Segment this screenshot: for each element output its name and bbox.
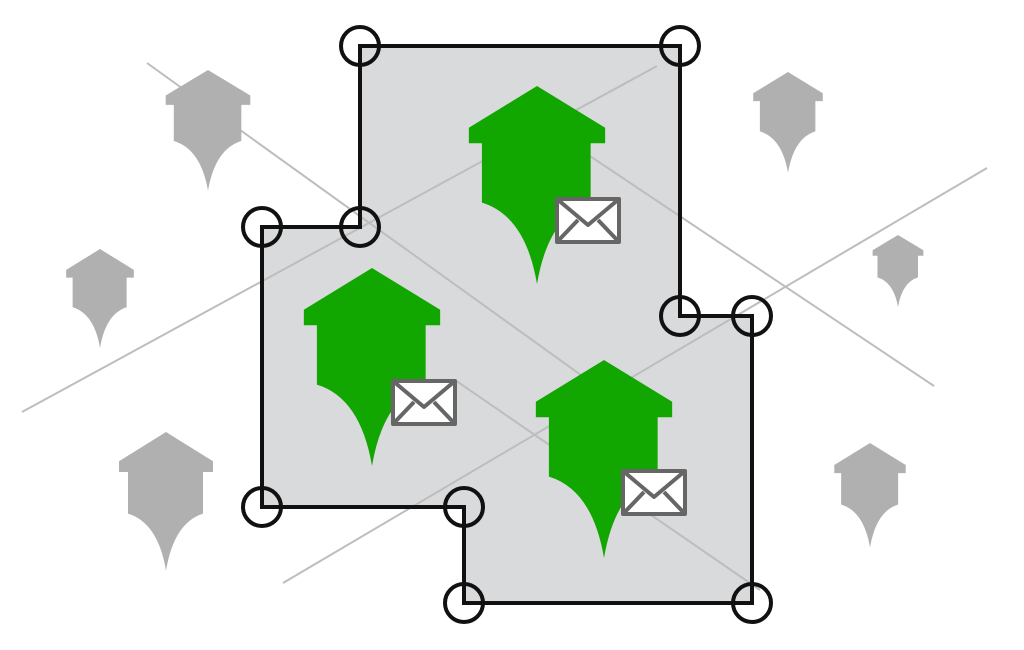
circle-handle-icon[interactable] xyxy=(241,486,283,528)
road-line xyxy=(529,115,935,387)
house-icon[interactable] xyxy=(753,72,823,173)
mail-envelopes xyxy=(391,197,687,516)
circle-handle-icon[interactable] xyxy=(659,25,701,67)
road-line xyxy=(282,167,988,584)
circle-handle-icon[interactable] xyxy=(731,582,773,624)
circle-handle-icon[interactable] xyxy=(241,206,283,248)
house-icon[interactable] xyxy=(872,235,924,307)
selection-outline xyxy=(260,44,754,605)
circle-handle-icon[interactable] xyxy=(339,206,381,248)
circle-handle-icon[interactable] xyxy=(731,295,773,337)
house-icon[interactable] xyxy=(165,70,251,191)
vertex-handles xyxy=(241,25,773,624)
circle-handle-icon[interactable] xyxy=(443,486,485,528)
circle-handle-icon[interactable] xyxy=(339,25,381,67)
house-icon[interactable] xyxy=(119,432,213,571)
circle-handle-icon[interactable] xyxy=(443,582,485,624)
house-icon[interactable] xyxy=(66,249,134,348)
circle-handle-icon[interactable] xyxy=(659,295,701,337)
mail-envelope-icon xyxy=(555,197,621,244)
mail-envelope-icon xyxy=(391,379,457,426)
mail-envelope-icon xyxy=(621,469,687,516)
house-icon[interactable] xyxy=(834,443,906,548)
